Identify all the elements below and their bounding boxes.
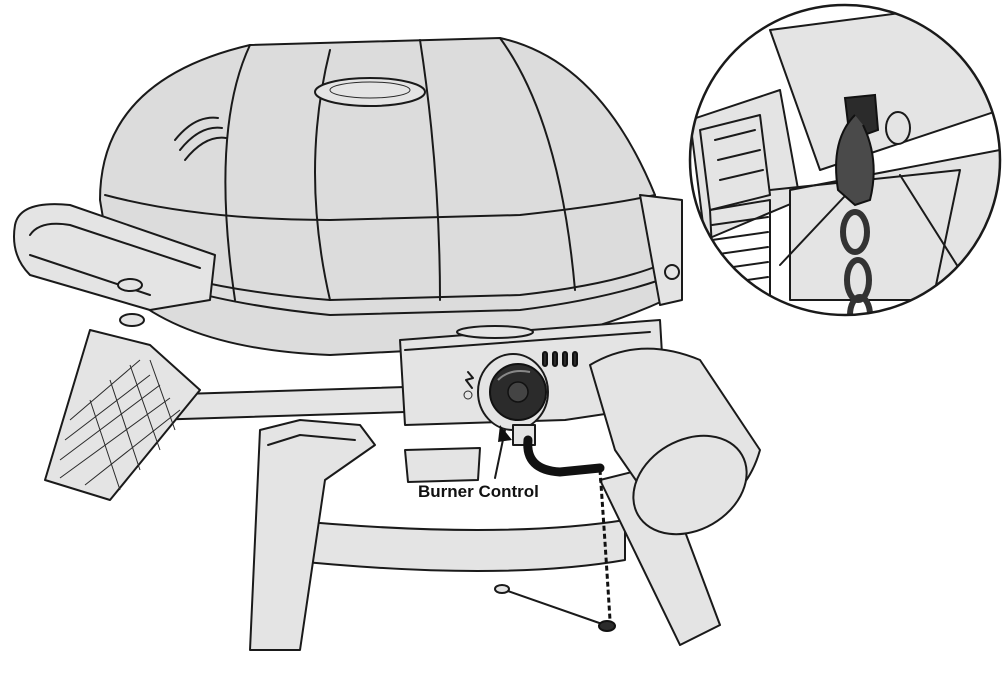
burner-control-callout: Burner Control (418, 425, 539, 501)
grill-handle (13, 203, 216, 327)
grill-lid (99, 37, 683, 356)
logo-emblem (174, 116, 227, 161)
propane-cylinder (589, 347, 761, 536)
gas-hose (523, 435, 605, 477)
inset-chain (835, 114, 875, 315)
indicator-slots (542, 351, 578, 367)
detail-inset (688, 3, 1002, 317)
burner-control-label: Burner Control (418, 482, 539, 501)
grill-stand (44, 329, 721, 651)
leak-test-chain (494, 469, 616, 632)
igniter-icon (463, 371, 474, 400)
burner-control-knob (477, 353, 549, 446)
